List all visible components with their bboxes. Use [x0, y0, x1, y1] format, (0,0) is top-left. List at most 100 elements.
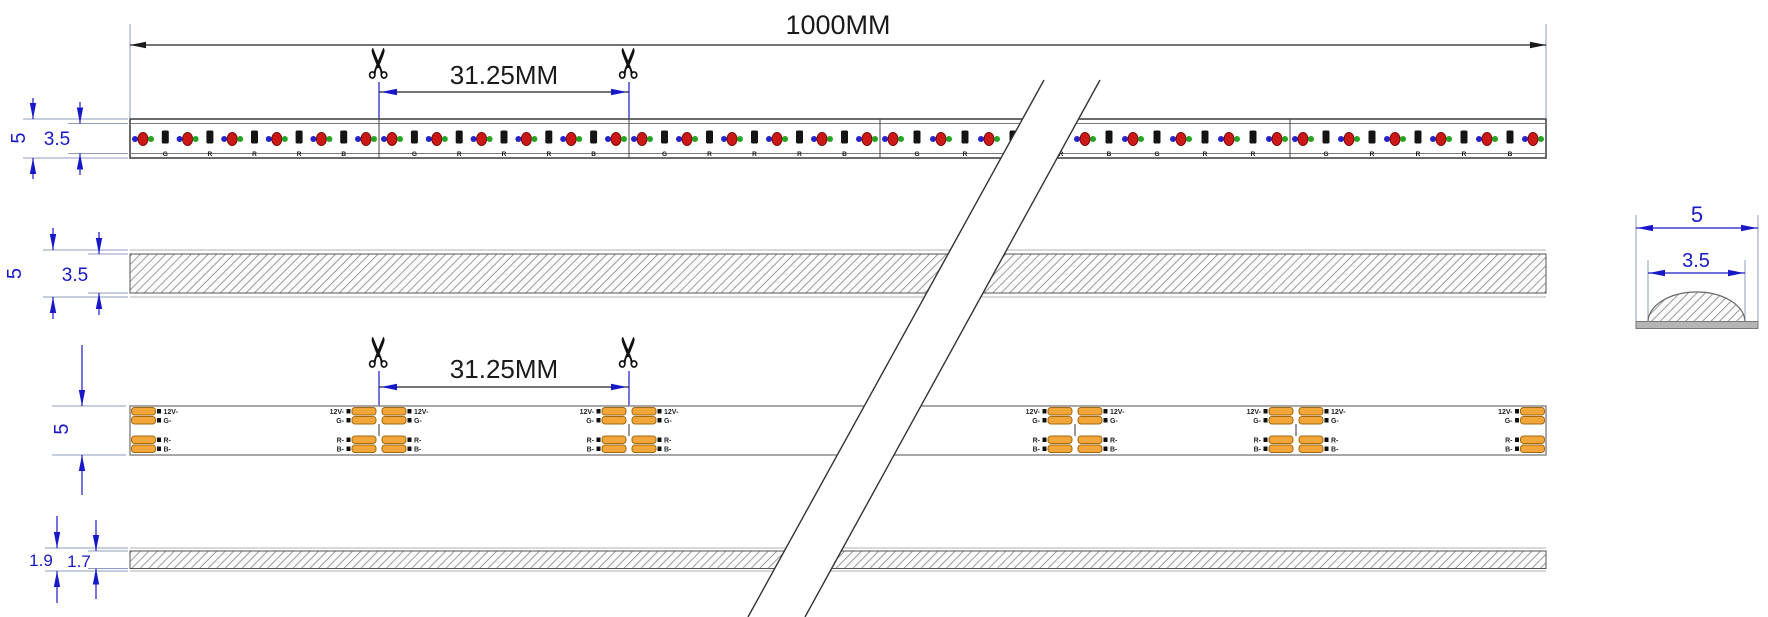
- led-red-chip: [360, 132, 372, 146]
- resistor-letter: G: [1323, 151, 1328, 158]
- strip1-inner-width-label: 3.5: [44, 129, 70, 150]
- solder-pad: [601, 407, 627, 416]
- led-red-chip: [520, 132, 532, 146]
- pad-via: [157, 437, 161, 442]
- resistor: B: [1105, 130, 1113, 158]
- resistor: R: [251, 130, 258, 158]
- led-blue-dot: [1338, 136, 1344, 142]
- led-cluster: [1074, 132, 1096, 146]
- resistor-body: [706, 130, 713, 144]
- arrow-right-icon: [1530, 41, 1546, 49]
- pad-label: R-: [414, 438, 422, 445]
- led-red-chip: [182, 132, 194, 146]
- led-cluster: [515, 132, 538, 146]
- led-cluster: [1522, 132, 1544, 146]
- pad-label: R-: [1331, 438, 1339, 445]
- solder-pad: [1520, 444, 1545, 453]
- led-cluster: [930, 132, 952, 146]
- resistor: B: [590, 130, 598, 158]
- strip2-inner-width-label: 3.5: [62, 265, 88, 286]
- led-green-dot: [441, 136, 448, 142]
- resistor: R: [751, 130, 758, 158]
- resistor-letter: R: [208, 151, 213, 158]
- pad-via: [1515, 418, 1519, 423]
- pad-via: [346, 409, 351, 414]
- resistor-letter: R: [1059, 151, 1064, 158]
- solder-pad: [1047, 407, 1073, 416]
- solder-pad: [631, 416, 657, 425]
- pad-label: 12V-: [1498, 409, 1513, 416]
- led-blue-dot: [631, 136, 637, 142]
- led-blue-dot: [856, 136, 862, 142]
- led-blue-dot: [1522, 136, 1528, 142]
- resistor-body: [913, 130, 921, 144]
- led-blue-dot: [930, 136, 936, 142]
- led-cluster: [560, 132, 583, 146]
- led-green-dot: [486, 136, 493, 142]
- pad-via: [1103, 418, 1108, 423]
- led-blue-dot: [355, 136, 361, 142]
- led-blue-dot: [381, 136, 387, 142]
- pad-label: B-: [587, 447, 595, 454]
- resistor-letter: G: [662, 151, 667, 158]
- total-length-label: 1000MM: [785, 10, 890, 40]
- pad-via: [1515, 446, 1519, 451]
- resistor-letter: R: [1370, 151, 1375, 158]
- resistor: G: [161, 130, 169, 158]
- led-red-chip: [476, 132, 488, 146]
- pad-label: R-: [1505, 438, 1513, 445]
- led-red-chip: [887, 132, 899, 146]
- led-red-chip: [1527, 132, 1539, 146]
- dimension-strip4-thickness: 1.9 1.7: [29, 516, 128, 603]
- solder-pad: [351, 407, 377, 416]
- pad-via: [1103, 446, 1108, 451]
- pad-via: [157, 446, 161, 451]
- resistor: B: [841, 130, 848, 158]
- led-red-chip: [1297, 132, 1309, 146]
- solder-pad: [131, 444, 156, 453]
- resistor-body: [1322, 130, 1330, 144]
- led-cluster: [882, 132, 904, 146]
- led-blue-dot: [676, 136, 682, 142]
- led-red-chip: [1435, 132, 1447, 146]
- solder-pad: [1047, 416, 1073, 425]
- resistor-letter: R: [252, 151, 257, 158]
- resistor-body: [661, 130, 668, 144]
- glue-dome: [1647, 291, 1746, 323]
- led-cluster: [1384, 132, 1406, 146]
- scissors-icon: ✂: [355, 334, 404, 369]
- pad-via: [407, 418, 412, 423]
- resistor-letter: R: [502, 151, 507, 158]
- solder-pad: [351, 435, 377, 444]
- solder-pad: [601, 416, 627, 425]
- resistor: B: [1506, 130, 1514, 158]
- led-green-dot: [237, 136, 244, 142]
- resistor-body: [1153, 130, 1161, 144]
- dimension-cut-bottom: ✂ ✂ 31.25MM: [355, 334, 654, 406]
- pad-via: [1324, 437, 1329, 442]
- led-blue-dot: [265, 136, 272, 142]
- pad-label: 12V-: [330, 409, 345, 416]
- led-red-chip: [565, 132, 577, 146]
- led-green-dot: [1538, 136, 1544, 142]
- solder-pad: [1268, 444, 1294, 453]
- pad-via: [1042, 409, 1047, 414]
- solder-pad: [381, 407, 407, 416]
- resistor-letter: R: [707, 151, 712, 158]
- led-cluster: [721, 132, 743, 146]
- led-cluster: [676, 132, 698, 146]
- pad-label: B-: [664, 447, 672, 454]
- led-blue-dot: [1074, 136, 1080, 142]
- arrow-left-icon: [381, 88, 397, 96]
- resistor-letter: R: [1251, 151, 1256, 158]
- led-red-chip: [610, 132, 622, 146]
- cut-length-label: 31.25MM: [450, 60, 558, 90]
- led-red-chip: [935, 132, 947, 146]
- solder-pad: [381, 435, 407, 444]
- pad-label: G-: [586, 418, 594, 425]
- led-cluster: [1292, 132, 1314, 146]
- led-green-dot: [1138, 136, 1144, 142]
- led-blue-dot: [1218, 136, 1224, 142]
- resistor-body: [410, 130, 418, 144]
- led-blue-dot: [1430, 136, 1436, 142]
